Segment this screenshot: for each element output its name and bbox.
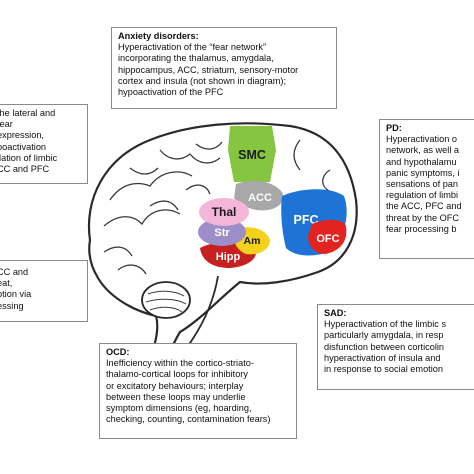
pd-line: Hyperactivation o bbox=[386, 134, 457, 145]
pd-line: the ACC, PFC and bbox=[386, 201, 462, 212]
ocd-line: symptom dimensions (eg, hoarding, bbox=[106, 403, 252, 414]
sad-title: SAD: bbox=[324, 308, 347, 318]
left-top-line: the lateral and bbox=[0, 108, 56, 118]
acc-region bbox=[234, 180, 284, 211]
left-bottom-line: essing bbox=[0, 300, 24, 311]
smc-region bbox=[228, 126, 276, 182]
pd-line: network, as well a bbox=[386, 145, 460, 156]
anxiety-line: incorporating the thalamus, amygdala, bbox=[118, 53, 274, 64]
am-label: Am bbox=[244, 235, 261, 247]
sad-box: SAD: Hyperactivation of the limbic s par… bbox=[317, 304, 474, 390]
ocd-box: OCD: Inefficiency within the cortico-str… bbox=[99, 343, 297, 439]
anxiety-line: hippocampus, ACC, striatum, sensory-moto… bbox=[118, 64, 299, 75]
str-region bbox=[198, 218, 246, 246]
ocd-line: Inefficiency within the cortico-striato- bbox=[106, 358, 254, 369]
hipp-label: Hipp bbox=[216, 251, 241, 263]
sad-line: Hyperactivation of the limbic s bbox=[324, 319, 447, 330]
thal-label: Thal bbox=[212, 205, 237, 219]
anxiety-line: Hyperactivation of the “fear network” bbox=[118, 42, 267, 53]
left-bottom-line: otion via bbox=[0, 289, 32, 300]
left-top-line: fear bbox=[0, 119, 13, 130]
pd-line: panic symptoms, i bbox=[386, 167, 460, 178]
ofc-region bbox=[308, 219, 347, 254]
ofc-label: OFC bbox=[316, 233, 339, 245]
sad-line: hyperactivation of insula and bbox=[324, 352, 441, 363]
pd-title: PD: bbox=[386, 123, 402, 133]
ocd-line: between these loops may underlie bbox=[106, 391, 246, 402]
smc-label: SMC bbox=[238, 148, 266, 162]
left-bottom-box: CC and eat, otion via essing bbox=[0, 260, 88, 322]
ocd-line: thalamo-cortical loops for inhibitory bbox=[106, 369, 248, 380]
pfc-label: PFC bbox=[294, 213, 319, 227]
left-bottom-line: eat, bbox=[0, 278, 13, 289]
pd-line: fear processing b bbox=[386, 223, 457, 234]
left-top-box: the lateral and fear expression, poactiv… bbox=[0, 104, 88, 184]
pd-line: and hypothalamu bbox=[386, 156, 457, 167]
ocd-line: or excitatory behaviours; interplay bbox=[106, 380, 244, 391]
anxiety-disorders-box: Anxiety disorders: Hyperactivation of th… bbox=[111, 27, 337, 109]
sad-line: particularly amygdala, in resp bbox=[324, 330, 444, 341]
str-label: Str bbox=[214, 227, 230, 239]
left-top-line: ilation of limbic bbox=[0, 152, 58, 163]
anxiety-title: Anxiety disorders: bbox=[118, 31, 199, 41]
ocd-line: checking, counting, contamination fears) bbox=[106, 414, 271, 425]
pd-line: threat by the OFC bbox=[386, 212, 460, 223]
sad-line: disfunction between corticolin bbox=[324, 341, 445, 352]
anxiety-line: cortex and insula (not shown in diagram)… bbox=[118, 75, 287, 86]
left-top-line: CC and PFC bbox=[0, 164, 50, 175]
pd-box: PD: Hyperactivation o network, as well a… bbox=[379, 119, 474, 259]
sad-line: in response to social emotion bbox=[324, 364, 443, 375]
pd-line: sensations of pan bbox=[386, 179, 459, 190]
acc-label: ACC bbox=[248, 192, 272, 204]
left-top-line: poactivation bbox=[0, 141, 47, 152]
gyri-lines bbox=[103, 133, 333, 275]
anxiety-line: hypoactivation of the PFC bbox=[118, 87, 224, 98]
cerebellum bbox=[141, 281, 191, 319]
pd-line: regulation of limbi bbox=[386, 190, 459, 201]
left-bottom-line: CC and bbox=[0, 267, 29, 277]
left-top-line: expression, bbox=[0, 130, 44, 141]
ocd-title: OCD: bbox=[106, 347, 130, 357]
thal-region bbox=[199, 198, 249, 226]
